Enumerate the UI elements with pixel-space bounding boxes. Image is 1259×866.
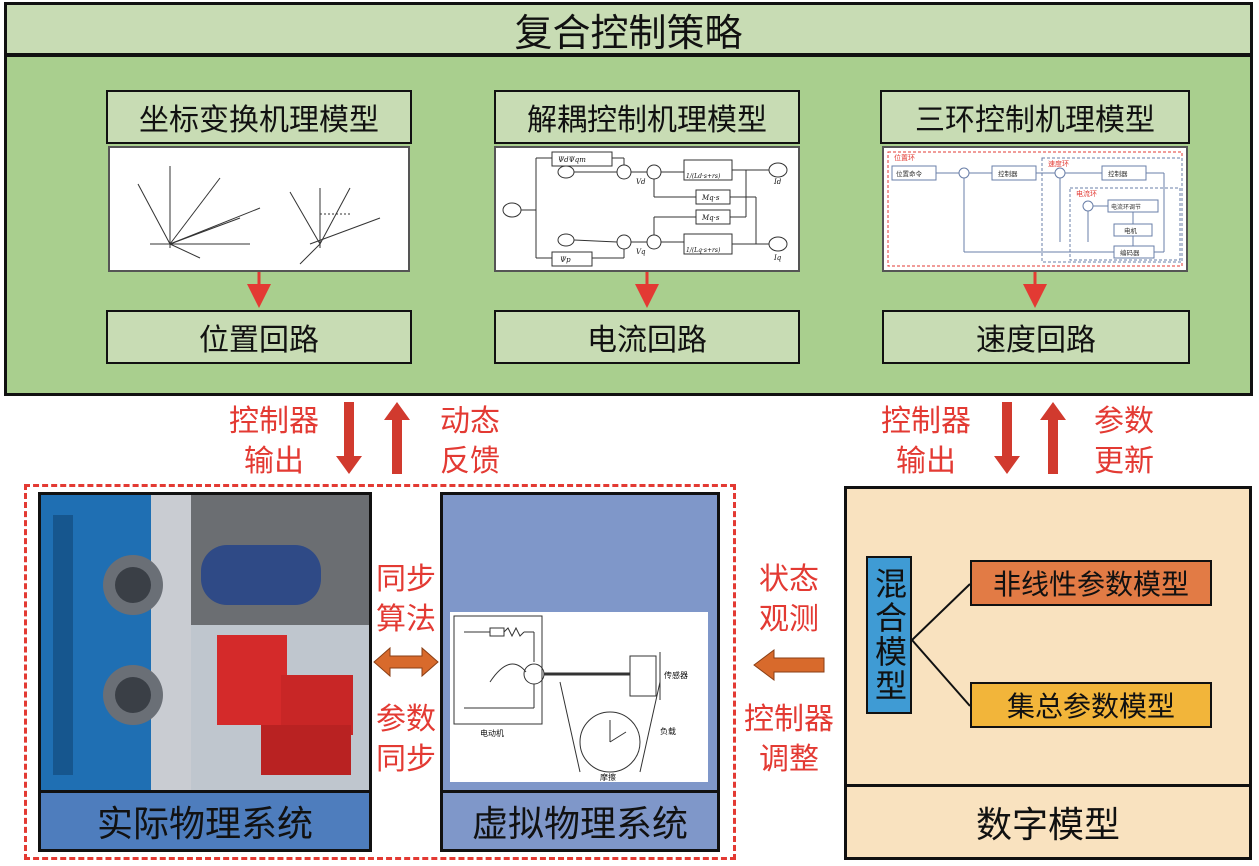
right-up-arrow: [1040, 402, 1066, 474]
motor-load-drawing: 电动机 负载 摩擦 传感器: [453, 615, 688, 782]
state-observe-label: 状态观测: [759, 562, 819, 637]
sync-double-arrow: [373, 646, 439, 678]
right-down-arrow: [994, 402, 1020, 474]
virtual-system-diagram: 电动机 负载 摩擦 传感器: [450, 612, 708, 782]
virtual-system-label: 虚拟物理系统: [440, 790, 720, 852]
left-arrow-pair: [336, 402, 410, 474]
position-loop-box: 位置回路: [106, 310, 412, 364]
friction-text: 摩擦: [600, 772, 616, 782]
current-loop-label: 电流环: [1076, 189, 1097, 198]
parameter-sync-label: 参数同步: [376, 702, 436, 777]
sensor-text: 传感器: [664, 670, 688, 680]
current-loop-box: 电流回路: [494, 310, 800, 364]
mixed-model-branches: [912, 583, 971, 707]
current-ctrl-label: 电流环调节: [1111, 203, 1141, 211]
controller-label-1: 控制器: [998, 169, 1018, 178]
iq-label: Iq: [773, 254, 782, 262]
encoder-label: 编码器: [1120, 248, 1140, 257]
physical-virtual-boundary: [24, 484, 736, 860]
lumped-parameter-model: 集总参数模型: [970, 682, 1212, 728]
mixed-model-box: 混合模型: [866, 556, 912, 714]
cross1-label: Mq·s: [701, 194, 720, 202]
position-cmd-label: 位置命令: [896, 169, 923, 178]
motor-text: 电动机: [480, 728, 504, 738]
vd-label: Vd: [636, 178, 646, 186]
controller-label-2: 控制器: [1108, 169, 1128, 178]
coordinate-model-title: 坐标变换机理模型: [106, 90, 412, 144]
motor-label: 电机: [1124, 226, 1138, 235]
machinery-illustration: [41, 495, 369, 795]
observe-left-arrow: [753, 649, 825, 681]
decoupling-block-drawing: ΨdΨqm Ψp 1/(Ld·s+rs) 1/(Lq·s+rs) Mq·s Mq…: [502, 151, 788, 267]
decoupling-model-title: 解耦控制机理模型: [494, 90, 800, 144]
parameter-update-label: 参数更新: [1094, 404, 1154, 479]
tf1-label: 1/(Ld·s+rs): [686, 173, 721, 180]
psi-bottom-label: Ψp: [560, 256, 571, 264]
dynamic-feedback-label: 动态反馈: [440, 404, 500, 479]
right-arrow-pair: [994, 402, 1066, 474]
psi-top-label: ΨdΨqm: [558, 156, 586, 164]
right-controller-output-label: 控制器输出: [881, 404, 971, 479]
speed-loop-label: 速度环: [1048, 159, 1069, 168]
position-loop-label: 位置环: [894, 153, 915, 162]
digital-model-label: 数字模型: [844, 784, 1252, 860]
coordinate-transform-diagram: [108, 146, 410, 272]
left-controller-output-label: 控制器输出: [229, 404, 319, 479]
id-label: Id: [773, 178, 782, 186]
sync-algorithm-label: 同步算法: [376, 562, 436, 637]
left-up-arrow: [384, 402, 410, 474]
three-loop-model-title: 三环控制机理模型: [880, 90, 1190, 144]
vq-label: Vq: [636, 248, 646, 256]
physical-system-label: 实际物理系统: [38, 790, 372, 852]
strategy-title: 复合控制策略: [4, 2, 1253, 56]
decoupling-control-diagram: ΨdΨqm Ψp 1/(Ld·s+rs) 1/(Lq·s+rs) Mq·s Mq…: [494, 146, 800, 272]
three-loop-control-diagram: 位置环 速度环 电流环 位置命令 控制器 控制器 电流环调节 电机 编码器: [882, 146, 1188, 272]
three-loop-block-drawing: 位置环 速度环 电流环 位置命令 控制器 控制器 电流环调节 电机 编码器: [887, 151, 1183, 267]
tf2-label: 1/(Lq·s+rs): [686, 247, 721, 254]
left-down-arrow: [336, 402, 362, 474]
nonlinear-parameter-model: 非线性参数模型: [970, 560, 1212, 606]
speed-loop-box: 速度回路: [882, 310, 1190, 364]
load-text: 负载: [660, 726, 676, 736]
controller-adjust-label: 控制器调整: [744, 702, 834, 777]
coordinate-axes-drawing: [137, 166, 381, 265]
cross2-label: Mq·s: [701, 214, 720, 222]
